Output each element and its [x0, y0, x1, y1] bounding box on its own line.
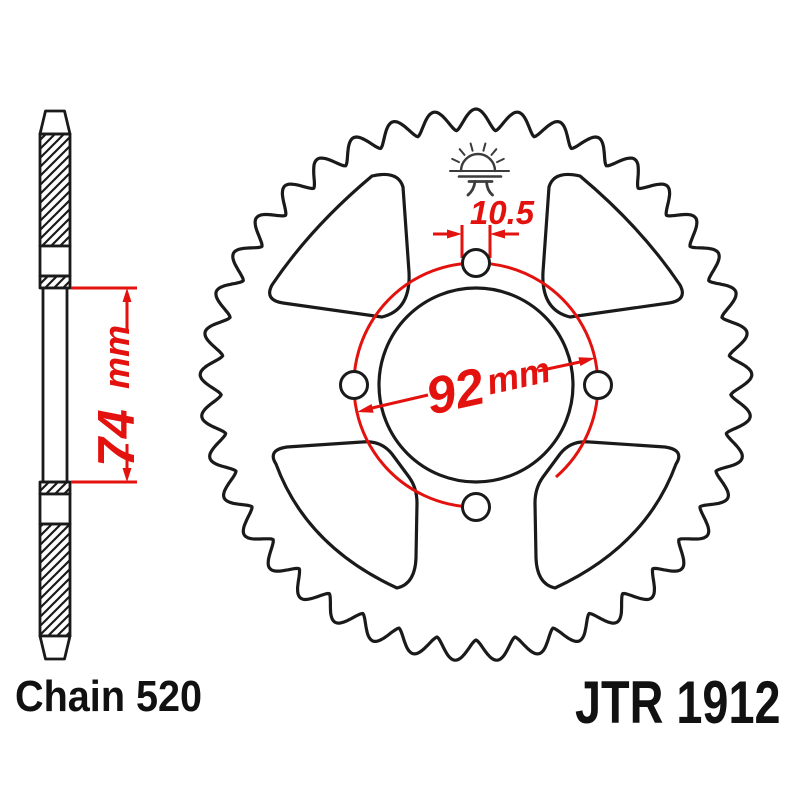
chain-size-label: Chain 520: [15, 672, 203, 721]
cutout-bottom-right: [533, 440, 681, 590]
side-bolt-hole-void-bottom: [38, 492, 72, 526]
side-tooth-tip-top: [38, 109, 72, 136]
bolt-hole-right: [583, 370, 613, 400]
side-bore-void: [41, 286, 69, 484]
logo-sun-icon: [459, 152, 497, 173]
side-rim-section-top: [38, 132, 72, 248]
arrowhead: [447, 229, 462, 239]
bolt-hole-diameter-label: 10.5: [470, 194, 535, 231]
arrowhead: [122, 288, 132, 302]
side-tooth-tip-bottom: [38, 634, 72, 661]
part-number-label: JTR 1912: [574, 669, 780, 736]
bore-dimension: [71, 286, 137, 484]
sprocket-front-view: [198, 107, 754, 662]
arrowhead: [357, 404, 374, 413]
cutout-top-left: [268, 172, 411, 319]
side-rim-section-bottom: [38, 522, 72, 638]
arrowhead: [578, 357, 595, 366]
side-hub-section-bottom: [38, 480, 72, 496]
bolt-hole-top: [461, 248, 491, 278]
arrowhead: [122, 468, 132, 482]
jt-rising-sun-logo: [449, 142, 510, 197]
cutout-top-right: [541, 172, 684, 319]
bolt-hole-left: [339, 370, 369, 400]
side-hub-section-top: [38, 274, 72, 290]
logo-jt-glyph: [466, 180, 494, 197]
bolt-circle-value-label: 92: [421, 357, 490, 426]
logo-sun-rays-icon: [451, 142, 505, 164]
side-bolt-hole-void-top: [38, 244, 72, 278]
bore-unit-label: mm: [96, 325, 137, 389]
center-bore-circle: [377, 286, 575, 484]
cutout-bottom-left: [271, 440, 419, 590]
bolt-holes: [339, 248, 613, 522]
arrowhead: [490, 229, 505, 239]
bore-value-label: 74: [88, 409, 146, 467]
sprocket-side-view: [38, 109, 72, 661]
bolt-circle-dimension: [357, 357, 595, 413]
bolt-hole-dimension: [433, 225, 519, 258]
bolt-hole-bottom: [461, 492, 491, 522]
